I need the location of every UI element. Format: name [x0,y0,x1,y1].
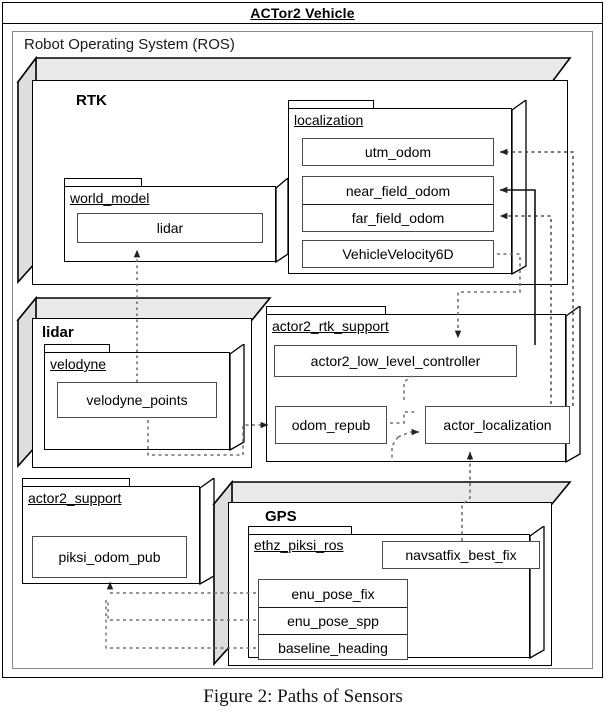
actor2-rtk-support-pkg-depth [565,306,581,464]
topic-vehicle-velocity-6d: VehicleVelocity6D [302,240,494,268]
figure-caption: Figure 2: Paths of Sensors [203,686,403,707]
package-localization-label: localization [294,112,364,128]
topic-far-field-odom: far_field_odom [303,204,493,231]
topic-enu-pose-spp: enu_pose_spp [259,607,407,634]
velodyne-pkg-depth [229,344,245,452]
velodyne-pkg-tab [44,344,110,354]
actor2-rtk-support-pkg-tab [266,306,386,316]
topic-baseline-heading: baseline_heading [259,634,407,661]
topic-actor2-low-level-controller: actor2_low_level_controller [274,345,517,377]
figure-title: ACTor2 Vehicle [250,4,355,21]
localization-pkg-tab [288,100,374,110]
topic-enu-pose-fix: enu_pose_fix [291,585,375,602]
package-world-model-label: world_model [70,190,150,206]
topic-utm-odom: utm_odom [302,138,494,166]
topic-near-field-odom: near_field_odom [345,182,451,199]
figure-title-bar: ACTor2 Vehicle [2,2,603,24]
topic-odom-repub: odom_repub [275,406,387,444]
topic-velodyne-points: velodyne_points [57,382,217,418]
topic-actor-localization: actor_localization [425,406,570,444]
topic-piksi-odom-pub: piksi_odom_pub [32,536,187,578]
world-model-pkg-tab [64,178,142,188]
package-velodyne-label: velodyne [50,356,107,372]
ethz-piksi-ros-pkg-tab [248,526,352,536]
topic-navsatfix-best-fix: navsatfix_best_fix [382,541,540,569]
machine-gps-title: GPS [265,508,297,525]
ros-label: Robot Operating System (ROS) [24,36,235,53]
topic-group-enu: enu_pose_fix enu_pose_spp baseline_headi… [258,579,408,660]
package-actor2-support-label: actor2_support [28,490,122,506]
topic-lidar: lidar [77,213,263,243]
package-actor2-rtk-support-label: actor2_rtk_support [272,318,389,334]
package-ethz-piksi-ros-label: ethz_piksi_ros [254,537,344,553]
topic-group-field-odom: near_field_odom far_field_odom [302,176,494,232]
machine-rtk-title: RTK [76,92,107,109]
actor2-support-pkg-tab [22,478,130,488]
machine-lidar-title: lidar [42,324,74,341]
localization-pkg-depth [511,100,527,276]
